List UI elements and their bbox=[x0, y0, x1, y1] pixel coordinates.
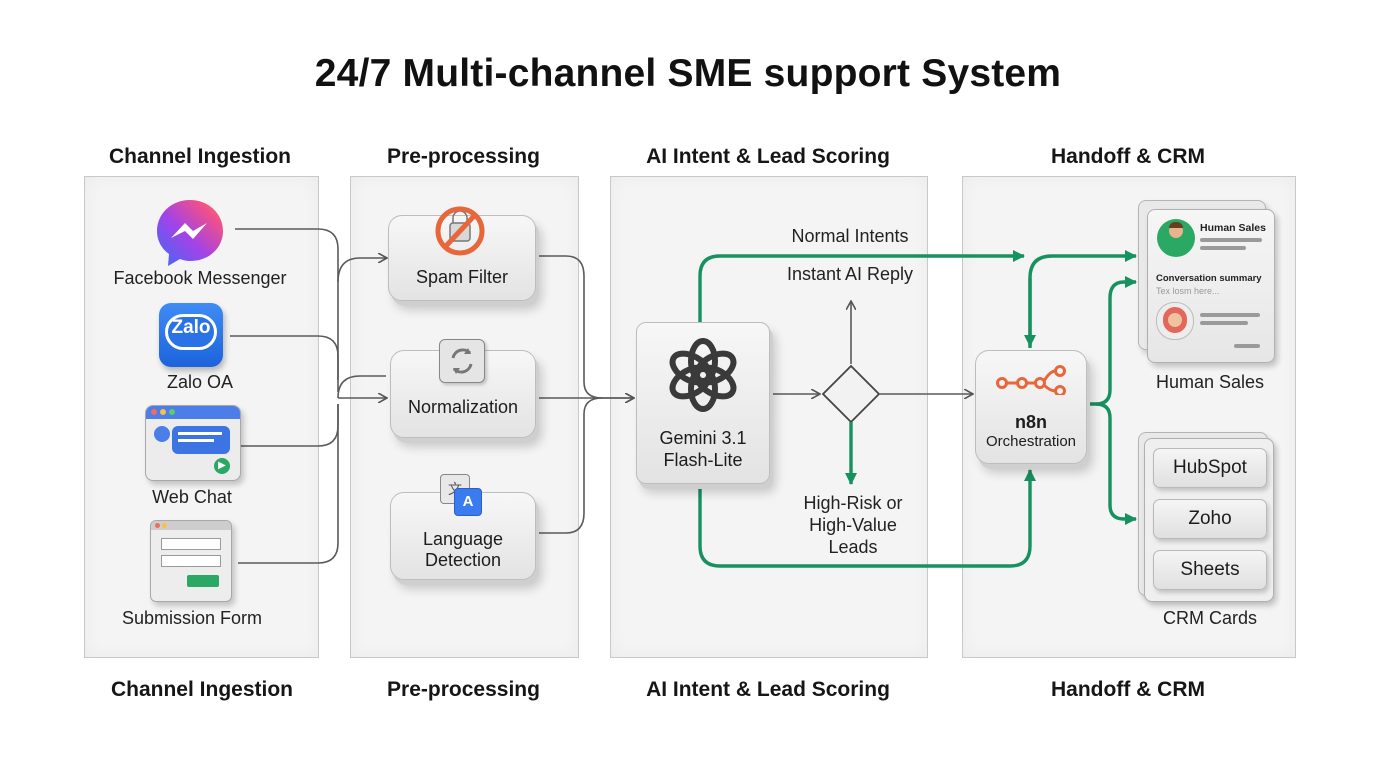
crm-hubspot: HubSpot bbox=[1153, 448, 1267, 488]
column-heading-handoff: Handoff & CRM bbox=[1051, 145, 1205, 168]
model-knot-icon bbox=[669, 338, 737, 412]
normal-intents-label: Normal Intents bbox=[791, 226, 909, 246]
high-risk-line2: High-Value bbox=[809, 515, 897, 535]
summary-placeholder: Tex losm here... bbox=[1156, 286, 1220, 296]
human-sales-label: Human Sales bbox=[1155, 372, 1265, 392]
crm-zoho: Zoho bbox=[1153, 499, 1267, 539]
high-risk-label: High-Risk or High-Value Leads bbox=[780, 492, 926, 558]
instant-ai-reply-label: Instant AI Reply bbox=[786, 264, 914, 284]
crm-sheets: Sheets bbox=[1153, 550, 1267, 590]
web-chat-label: Web Chat bbox=[152, 487, 232, 507]
human-sales-card: Human Sales Conversation summary Tex los… bbox=[1147, 209, 1275, 363]
submission-form-label: Submission Form bbox=[121, 608, 263, 628]
refresh-icon bbox=[439, 339, 485, 383]
spam-filter-label: Spam Filter bbox=[415, 267, 509, 287]
customer-avatar bbox=[1156, 302, 1194, 340]
column-heading-preprocessing: Pre-processing bbox=[387, 145, 540, 168]
orchestration-label: Orchestration bbox=[985, 433, 1077, 450]
decision-diamond bbox=[821, 364, 881, 424]
high-risk-line1: High-Risk or bbox=[803, 493, 903, 513]
n8n-logo-icon bbox=[996, 365, 1066, 395]
language-detection-line1: Language bbox=[422, 529, 504, 549]
column-heading-ai: AI Intent & Lead Scoring bbox=[646, 145, 890, 168]
green-connector-lines bbox=[698, 250, 1137, 568]
zalo-logo-text: Zalo bbox=[171, 317, 211, 338]
conversation-summary-label: Conversation summary bbox=[1156, 273, 1262, 284]
column-heading-ingestion: Channel Ingestion bbox=[108, 145, 291, 168]
submission-form-icon bbox=[150, 520, 232, 602]
column-footer-ai: AI Intent & Lead Scoring bbox=[646, 678, 890, 701]
gemini-model-card: Gemini 3.1 Flash-Lite bbox=[636, 322, 770, 484]
crm-cards-label: CRM Cards bbox=[1162, 608, 1257, 628]
high-risk-line3: Leads bbox=[828, 537, 878, 557]
column-footer-preprocessing: Pre-processing bbox=[387, 678, 540, 701]
messenger-label: Facebook Messenger bbox=[113, 268, 287, 288]
n8n-name: n8n bbox=[1014, 412, 1047, 432]
sales-agent-avatar bbox=[1157, 219, 1195, 257]
zalo-label: Zalo OA bbox=[166, 372, 234, 392]
web-chat-icon: ▶ bbox=[145, 405, 241, 481]
n8n-orchestration-card: n8n Orchestration bbox=[975, 350, 1087, 464]
model-name-line2: Flash-Lite bbox=[663, 450, 743, 470]
no-spam-icon bbox=[435, 206, 485, 256]
messenger-icon bbox=[157, 200, 223, 266]
column-footer-handoff: Handoff & CRM bbox=[1051, 678, 1205, 701]
zalo-icon: Zalo bbox=[159, 303, 223, 367]
translate-icon: 文 A bbox=[440, 474, 482, 516]
column-footer-ingestion: Channel Ingestion bbox=[110, 678, 293, 701]
language-detection-line2: Detection bbox=[424, 550, 502, 570]
gray-connector-lines bbox=[230, 228, 972, 564]
human-sales-card-title: Human Sales bbox=[1200, 222, 1266, 234]
normalization-label: Normalization bbox=[407, 397, 519, 417]
page-title: 24/7 Multi-channel SME support System bbox=[314, 52, 1062, 95]
model-name-line1: Gemini 3.1 bbox=[659, 428, 747, 448]
